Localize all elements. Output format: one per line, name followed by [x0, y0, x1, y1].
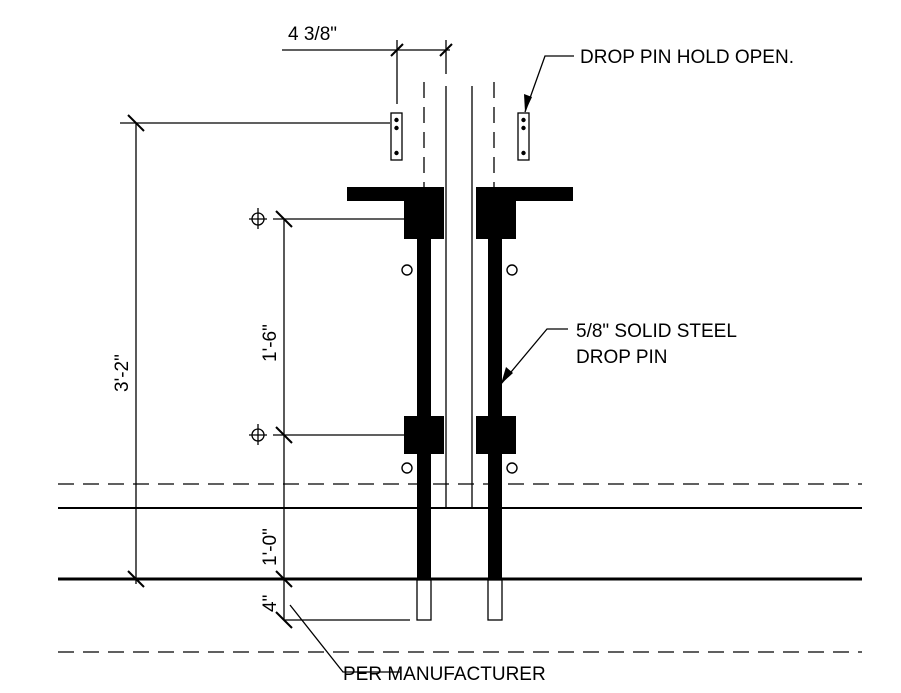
overall-height-dimension: 3'-2" — [112, 114, 390, 588]
left-upper-guide — [404, 201, 444, 239]
left-lower-guide — [404, 416, 444, 454]
left-lower-hole — [401, 462, 413, 474]
manufacturer-label: PER MANUFACTURER — [343, 664, 546, 685]
right-lower-hole — [506, 462, 518, 474]
bottom-height-label: 1'-0" — [260, 528, 281, 566]
left-pin-handle — [347, 187, 444, 201]
manufacturer-callout: PER MANUFACTURER — [289, 604, 546, 685]
pin-label-line2: DROP PIN — [576, 347, 668, 368]
centerline-top-symbol — [249, 208, 267, 229]
pin-callout: 5/8" SOLID STEEL DROP PIN — [500, 321, 737, 385]
left-drop-pin-assembly — [347, 187, 444, 621]
hold-open-left — [390, 112, 403, 161]
hold-open-label: DROP PIN HOLD OPEN. — [580, 47, 794, 68]
top-width-label: 4 3/8" — [288, 24, 337, 45]
right-drop-pin-assembly — [476, 187, 573, 621]
centerline-bottom-symbol — [249, 424, 267, 445]
hold-open-callout: DROP PIN HOLD OPEN. — [524, 47, 794, 113]
embed-depth-label: 4" — [260, 595, 281, 612]
hold-open-right — [517, 112, 530, 161]
top-width-dimension: 4 3/8" — [282, 24, 453, 104]
right-upper-guide — [476, 201, 516, 239]
right-lower-guide — [476, 416, 516, 454]
right-upper-hole — [506, 264, 518, 276]
left-upper-hole — [401, 264, 413, 276]
hinge-spacing-dimension: 1'-6" 1'-0" 4" — [260, 210, 410, 629]
hinge-spacing-label: 1'-6" — [260, 324, 281, 362]
left-pin-embed — [416, 579, 432, 621]
right-pin-handle — [476, 187, 573, 201]
pin-label-line1: 5/8" SOLID STEEL — [576, 321, 737, 342]
left-drop-pin-rod — [417, 239, 431, 579]
right-pin-embed — [487, 579, 503, 621]
ground-lines — [58, 483, 862, 653]
overall-height-label: 3'-2" — [112, 354, 133, 392]
right-drop-pin-rod — [488, 239, 502, 579]
